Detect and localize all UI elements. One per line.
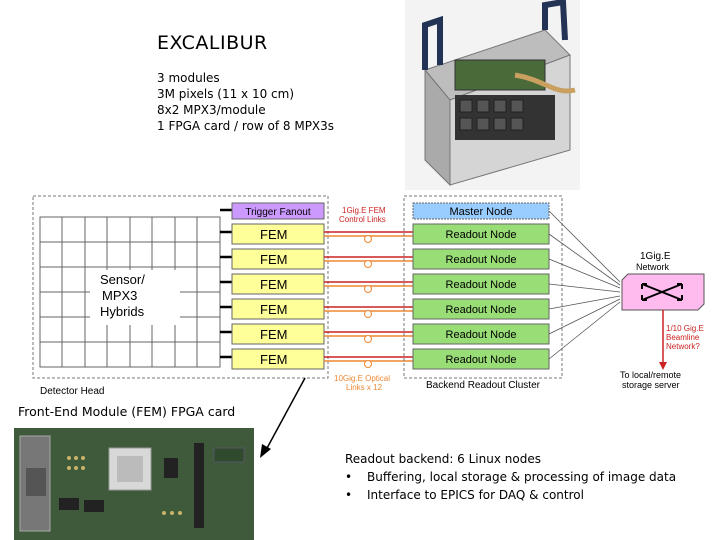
fem-box	[231, 323, 325, 345]
fem-stack: FEM FEM FEM FEM FEM FEM	[231, 223, 325, 370]
fem-card-photo	[14, 428, 254, 540]
network-label-line1: 1Gig.E	[640, 251, 671, 262]
readout-node-label: Readout Node	[446, 354, 517, 366]
backend-cluster-label: Backend Readout Cluster	[426, 380, 541, 391]
trigger-fanout-box	[231, 202, 325, 220]
backend-bullet: Buffering, local storage & processing of…	[345, 468, 676, 486]
fem-box	[231, 223, 325, 245]
beamline-label-line1: 1/10 Gig.E	[666, 324, 704, 333]
spec-item: 3 modules	[157, 71, 220, 85]
readout-node-label: Readout Node	[446, 229, 517, 241]
fem-box	[231, 248, 325, 270]
storage-label-line2: storage server	[622, 380, 680, 390]
optical-links-label-line2: Links x 12	[346, 383, 383, 392]
beamline-label-line3: Network?	[666, 342, 700, 351]
sensor-label-line2: MPX3	[102, 288, 137, 303]
detector-head-label: Detector Head	[40, 386, 104, 397]
master-node-label: Master Node	[450, 206, 513, 218]
fem-links	[324, 231, 413, 368]
spec-item: 8x2 MPX3/module	[157, 103, 266, 117]
storage-label-line1: To local/remote	[620, 370, 681, 380]
fem-label: FEM	[260, 227, 287, 242]
backend-description: Readout backend: 6 Linux nodes Buffering…	[345, 450, 676, 504]
network-switch	[621, 273, 705, 311]
readout-node-stack: Readout Node Readout Node Readout Node R…	[412, 223, 550, 370]
trigger-fanout-label: Trigger Fanout	[245, 207, 310, 218]
detector-head-box	[32, 195, 329, 379]
fem-label: FEM	[260, 277, 287, 292]
readout-node-label: Readout Node	[446, 254, 517, 266]
fem-label: FEM	[260, 327, 287, 342]
sensor-label-line3: Hybrids	[100, 304, 145, 319]
spec-item: 1 FPGA card / row of 8 MPX3s	[157, 119, 335, 133]
sensor-label-line1: Sensor/	[100, 272, 145, 287]
spec-item: 3M pixels (11 x 10 cm)	[157, 87, 295, 101]
optical-links-label-line1: 10Gig.E Optical	[334, 374, 390, 383]
fem-box	[231, 298, 325, 320]
network-label-line2: Network	[636, 262, 670, 272]
fem-links-label-line1: 1Gig.E FEM	[342, 206, 386, 215]
backend-bullet: Interface to EPICS for DAQ & control	[345, 486, 676, 504]
system-diagram: Detector Head Sensor/ MPX3 Hybrids Trigg…	[32, 195, 705, 397]
network-lines	[548, 210, 621, 360]
fem-card-caption: Front-End Module (FEM) FPGA card	[18, 404, 236, 419]
fem-label: FEM	[260, 302, 287, 317]
readout-node-label: Readout Node	[446, 329, 517, 341]
readout-node-label: Readout Node	[446, 304, 517, 316]
page-title: EXCALIBUR	[157, 32, 268, 54]
beamline-label-line2: Beamline	[666, 333, 700, 342]
fem-label: FEM	[260, 252, 287, 267]
backend-title: Readout backend: 6 Linux nodes	[345, 452, 541, 466]
detector-photo	[405, 0, 580, 190]
fem-box	[231, 273, 325, 295]
fem-label: FEM	[260, 352, 287, 367]
readout-node-label: Readout Node	[446, 279, 517, 291]
fem-box	[231, 348, 325, 370]
spec-list: 3 modules 3M pixels (11 x 10 cm) 8x2 MPX…	[157, 70, 334, 134]
fem-links-label-line2: Control Links	[339, 215, 386, 224]
